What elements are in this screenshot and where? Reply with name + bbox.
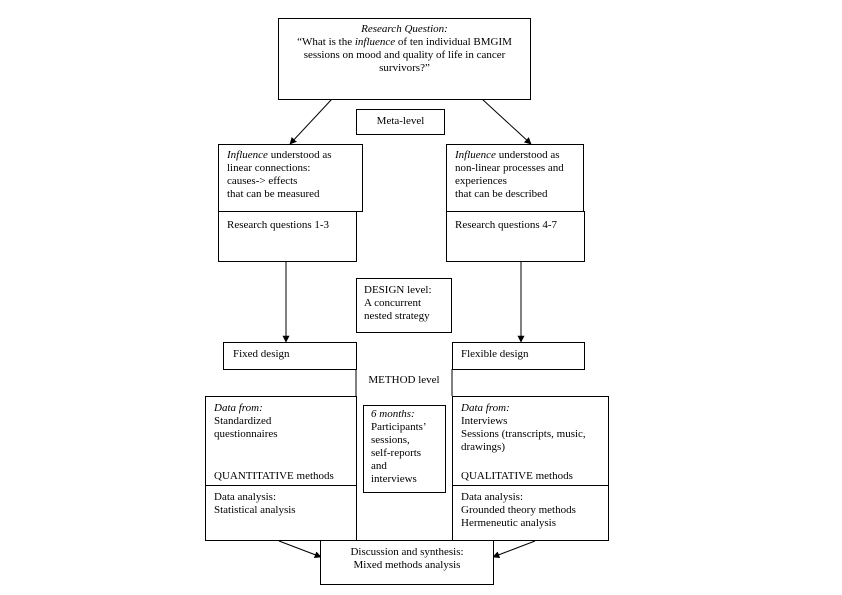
- left-analysis-box: Data analysis: Statistical analysis: [205, 485, 357, 541]
- right-data-line1: Interviews: [461, 415, 508, 427]
- right-data-line2: Sessions (transcripts, music,: [461, 428, 586, 440]
- left-methods-label: QUANTITATIVE methods: [214, 470, 334, 482]
- left-data-line1: Standardized: [214, 415, 272, 427]
- right-analysis-box: Data analysis: Grounded theory methods H…: [452, 485, 609, 541]
- right-influence-line3: experiences: [455, 175, 507, 187]
- discussion-line1: Discussion and synthesis:: [350, 546, 464, 558]
- research-question-line3: survivors?”: [379, 62, 430, 74]
- left-influence-box: Influence understood as linear connectio…: [218, 144, 363, 212]
- left-research-questions-box: Research questions 1-3: [218, 211, 357, 262]
- left-research-questions-label: Research questions 1-3: [227, 219, 330, 231]
- left-data-from-label: Data from:: [214, 402, 263, 414]
- fixed-design-box: Fixed design: [223, 342, 357, 370]
- left-data-line2: questionnaires: [214, 428, 278, 440]
- right-influence-line4: that can be described: [455, 188, 548, 200]
- six-months-line2: sessions,: [371, 434, 410, 446]
- right-research-questions-label: Research questions 4-7: [455, 219, 558, 231]
- right-data-line3: drawings): [461, 441, 505, 453]
- design-level-line3: nested strategy: [364, 310, 430, 322]
- meta-level-box: Meta-level: [356, 109, 445, 135]
- flexible-design-label: Flexible design: [461, 348, 529, 360]
- arrow-right-to-discussion: [492, 540, 536, 559]
- meta-level-label: Meta-level: [376, 115, 425, 127]
- flexible-design-box: Flexible design: [452, 342, 585, 370]
- fixed-design-label: Fixed design: [233, 348, 290, 360]
- right-influence-line2: non-linear processes and: [455, 162, 564, 174]
- arrow-rq-to-right: [481, 98, 532, 145]
- left-analysis-line1: Statistical analysis: [214, 504, 296, 516]
- six-months-box: 6 months: Participants’ sessions, self-r…: [363, 405, 446, 493]
- left-analysis-title: Data analysis:: [214, 491, 277, 503]
- six-months-line4: and: [371, 460, 387, 472]
- six-months-line3: self-reports: [371, 447, 422, 459]
- research-question-line1: “What is the influence of ten individual…: [297, 36, 512, 48]
- right-data-from-label: Data from:: [461, 402, 510, 414]
- left-influence-line4: that can be measured: [227, 188, 320, 200]
- right-analysis-title: Data analysis:: [461, 491, 524, 503]
- left-influence-line3: causes-> effects: [227, 175, 298, 187]
- left-influence-line1: Influence understood as: [227, 149, 332, 161]
- left-influence-line2: linear connections:: [227, 162, 311, 174]
- right-data-box: Data from: Interviews Sessions (transcri…: [452, 396, 609, 486]
- left-data-box: Data from: Standardized questionnaires Q…: [205, 396, 357, 486]
- discussion-line2: Mixed methods analysis: [353, 559, 461, 571]
- discussion-box: Discussion and synthesis: Mixed methods …: [320, 540, 494, 585]
- design-level-line1: DESIGN level:: [364, 284, 432, 296]
- right-analysis-line1: Grounded theory methods: [461, 504, 576, 516]
- arrow-rq-to-left: [289, 98, 333, 145]
- research-question-label: Research Question:: [361, 23, 448, 35]
- six-months-line5: interviews: [371, 473, 417, 485]
- design-level-line2: A concurrent: [364, 297, 422, 309]
- research-question-line2: sessions on mood and quality of life in …: [303, 49, 506, 61]
- right-methods-label: QUALITATIVE methods: [461, 470, 573, 482]
- method-level-label: METHOD level: [368, 374, 440, 386]
- design-level-box: DESIGN level: A concurrent nested strate…: [356, 278, 452, 333]
- right-research-questions-box: Research questions 4-7: [446, 211, 585, 262]
- right-analysis-line2: Hermeneutic analysis: [461, 517, 556, 529]
- right-influence-box: Influence understood as non-linear proce…: [446, 144, 584, 212]
- research-question-box: Research Question: “What is the influenc…: [278, 18, 531, 100]
- six-months-label: 6 months:: [371, 408, 415, 420]
- six-months-line1: Participants’: [371, 421, 427, 433]
- right-influence-line1: Influence understood as: [455, 149, 560, 161]
- arrow-left-to-discussion: [278, 540, 322, 559]
